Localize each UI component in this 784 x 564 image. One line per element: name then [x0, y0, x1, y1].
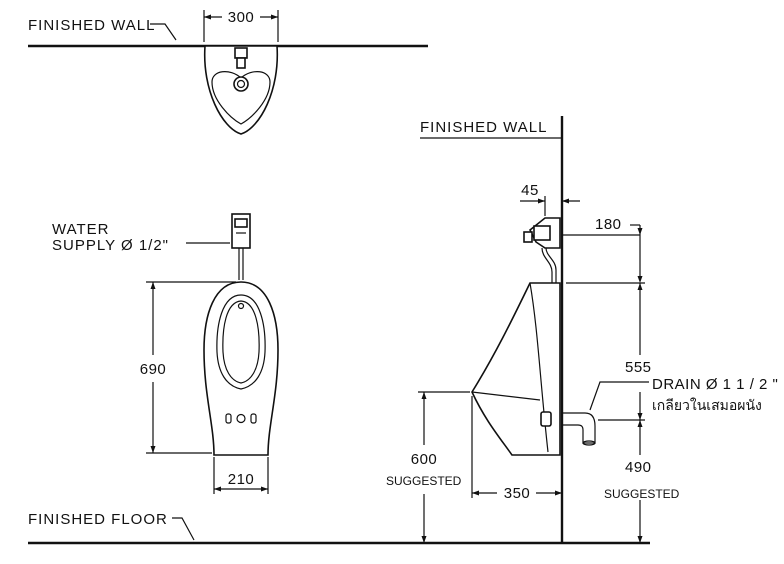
dim-300-value: 300 — [228, 9, 255, 26]
front-drain-slot-left — [225, 413, 232, 424]
top-view-spud-inner — [236, 79, 246, 89]
front-drain-slot-right — [250, 413, 257, 424]
front-flush-valve-button — [234, 218, 248, 228]
top-view-bowl-inner — [211, 71, 271, 125]
dim-210-arrow-right — [261, 486, 268, 492]
dim-180-value: 180 — [595, 216, 622, 233]
side-supply-pipe-2 — [545, 247, 557, 284]
front-view: WATER SUPPLY Ø 1/2" 690 210 — [52, 213, 279, 494]
dim-600-arrow-bottom — [421, 536, 427, 543]
front-bowl-outline — [203, 281, 279, 456]
dim-555-arrow-top — [637, 283, 643, 290]
water-supply-label-line1: WATER — [52, 221, 110, 238]
dim-210-arrow-left — [214, 486, 221, 492]
dim-350-arrow-right — [555, 490, 562, 496]
dim-300-arrow-left — [204, 14, 211, 20]
dim-555-arrow-bottom — [637, 413, 643, 420]
top-view-valve-stem — [236, 57, 246, 69]
side-flush-body — [533, 225, 551, 241]
side-bowl-outline — [471, 282, 561, 456]
dim-45-arrow-right — [562, 198, 569, 204]
finished-wall-side-label: FINISHED WALL — [420, 119, 547, 136]
finished-wall-top-leader — [150, 23, 177, 41]
drain-label-line2: เกลียวในเสมอผนัง — [652, 397, 762, 413]
suggested-490-label: SUGGESTED — [604, 487, 680, 501]
dim-555-value: 555 — [625, 359, 652, 376]
dim-600-value: 600 — [411, 451, 438, 468]
finished-wall-top-label: FINISHED WALL — [28, 17, 155, 34]
dim-45-arrow-left — [538, 198, 545, 204]
dim-350-value: 350 — [504, 485, 531, 502]
floor: FINISHED FLOOR — [28, 511, 650, 545]
dim-210-value: 210 — [228, 471, 255, 488]
side-bowl-inner-curve — [529, 282, 549, 453]
dim-490-arrow-top — [637, 420, 643, 427]
dim-690-arrow-top — [150, 282, 156, 289]
top-view: FINISHED WALL 300 — [28, 9, 428, 135]
front-bowl-inner — [216, 294, 266, 390]
side-supply-pipe-1 — [541, 247, 553, 284]
front-drain-hole — [236, 413, 246, 424]
dim-350-arrow-left — [472, 490, 479, 496]
side-drain-pipe — [562, 412, 596, 444]
dim-300-arrow-right — [271, 14, 278, 20]
drain-leader — [589, 381, 649, 411]
dim-600-arrow-top — [421, 392, 427, 399]
side-drain-pipe-end — [582, 440, 596, 446]
suggested-600-label: SUGGESTED — [386, 474, 462, 488]
dim-690-value: 690 — [140, 361, 167, 378]
finished-floor-leader — [172, 517, 195, 541]
top-view-spud — [233, 76, 249, 92]
finished-floor-label: FINISHED FLOOR — [28, 511, 168, 528]
dim-490-arrow-bottom — [637, 536, 643, 543]
side-view: FINISHED WALL 45 180 — [386, 116, 778, 543]
dim-45-value: 45 — [521, 182, 539, 199]
drain-label-line1: DRAIN Ø 1 1 / 2 " — [652, 376, 778, 393]
water-supply-label-line2: SUPPLY Ø 1/2" — [52, 237, 169, 254]
dim-690-arrow-bottom — [150, 446, 156, 453]
top-view-valve — [234, 47, 248, 59]
side-drain-outlet — [540, 411, 552, 427]
dim-180-arrow-top — [637, 228, 643, 235]
side-flush-handle — [523, 231, 533, 243]
front-spreader-hole — [237, 302, 245, 310]
side-bowl-rim-line — [471, 391, 541, 401]
dim-180-arrow-bottom — [637, 276, 643, 283]
front-bowl-inner-rim — [222, 300, 260, 384]
dim-490-value: 490 — [625, 459, 652, 476]
